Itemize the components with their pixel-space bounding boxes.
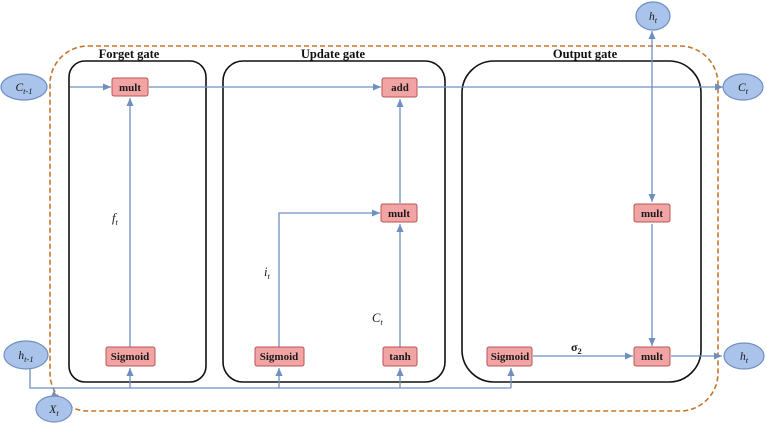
- forget-sigmoid-label: Sigmoid: [111, 351, 150, 363]
- update-mult-label: mult: [388, 208, 410, 220]
- arrow-update-sigmoid-to-mult: [278, 209, 380, 347]
- c-t-base: C: [372, 311, 381, 325]
- h-top-ellipse: ht: [635, 1, 671, 31]
- tanh-node: tanh: [382, 346, 418, 367]
- f-t-label: ft: [112, 211, 118, 227]
- lstm-cell-boundary: [49, 45, 719, 412]
- f-t-base: f: [112, 211, 117, 225]
- update-add-node: add: [381, 77, 418, 98]
- c-t-label: Ct: [372, 311, 383, 327]
- tanh-label: tanh: [389, 351, 410, 363]
- h-top-sub: t: [655, 15, 658, 25]
- forget-gate-box: [68, 60, 207, 383]
- output-mult-top-label: mult: [641, 208, 663, 220]
- c-out-ellipse: Ct: [722, 73, 764, 101]
- f-t-sub: t: [115, 217, 118, 227]
- x-input-sub: t: [56, 408, 59, 418]
- svg-text:Xt: Xt: [48, 404, 59, 418]
- output-sigmoid-node: Sigmoid: [486, 346, 533, 367]
- c-prev-ellipse: Ct-1: [0, 73, 48, 101]
- output-sigmoid-label: Sigmoid: [491, 351, 530, 363]
- i-t-sub: t: [267, 271, 270, 281]
- forget-sigmoid-node: Sigmoid: [105, 346, 156, 367]
- h-out-sub: t: [746, 355, 749, 365]
- svg-text:Ct-1: Ct-1: [15, 82, 32, 96]
- output-mult-bottom-label: mult: [641, 351, 663, 363]
- output-gate-title: Output gate: [553, 47, 618, 61]
- c-prev-sub: t-1: [23, 86, 32, 96]
- update-sigmoid-label: Sigmoid: [260, 351, 299, 363]
- c-t-sub: t: [380, 317, 383, 327]
- i-t-label: it: [264, 265, 270, 281]
- c-out-base: C: [738, 82, 746, 94]
- i-t-base: i: [264, 265, 268, 279]
- h-out-ellipse: ht: [723, 342, 765, 370]
- forget-mult-label: mult: [119, 82, 141, 94]
- update-sigmoid-node: Sigmoid: [254, 346, 305, 367]
- sigma-2-label: σ2: [571, 340, 582, 356]
- forget-gate-title: Forget gate: [99, 47, 160, 61]
- update-mult-node: mult: [380, 203, 418, 223]
- svg-text:ht-1: ht-1: [18, 350, 33, 364]
- forget-mult-node: mult: [111, 77, 149, 97]
- c-prev-base: C: [15, 82, 23, 94]
- update-gate-box: [222, 60, 446, 383]
- sigma-2-base: σ: [571, 340, 578, 354]
- input-bus-line: [29, 369, 511, 389]
- h-prev-sub: t-1: [24, 354, 33, 364]
- h-prev-base: h: [18, 350, 24, 362]
- update-gate-title: Update gate: [301, 47, 366, 61]
- output-mult-top-node: mult: [633, 203, 671, 223]
- svg-text:ht: ht: [740, 351, 749, 365]
- h-prev-ellipse: ht-1: [3, 340, 49, 370]
- output-mult-bottom-node: mult: [633, 346, 671, 367]
- h-top-base: h: [649, 11, 655, 23]
- svg-text:Ct: Ct: [738, 82, 749, 96]
- x-input-ellipse: Xt: [35, 395, 73, 423]
- update-add-label: add: [391, 82, 409, 94]
- c-out-sub: t: [746, 86, 749, 96]
- h-out-base: h: [740, 351, 746, 363]
- sigma-2-sub: 2: [578, 346, 582, 356]
- svg-text:ht: ht: [649, 11, 658, 25]
- output-gate-box: [461, 60, 702, 383]
- connection-lines: [29, 31, 723, 399]
- x-input-base: X: [48, 404, 57, 416]
